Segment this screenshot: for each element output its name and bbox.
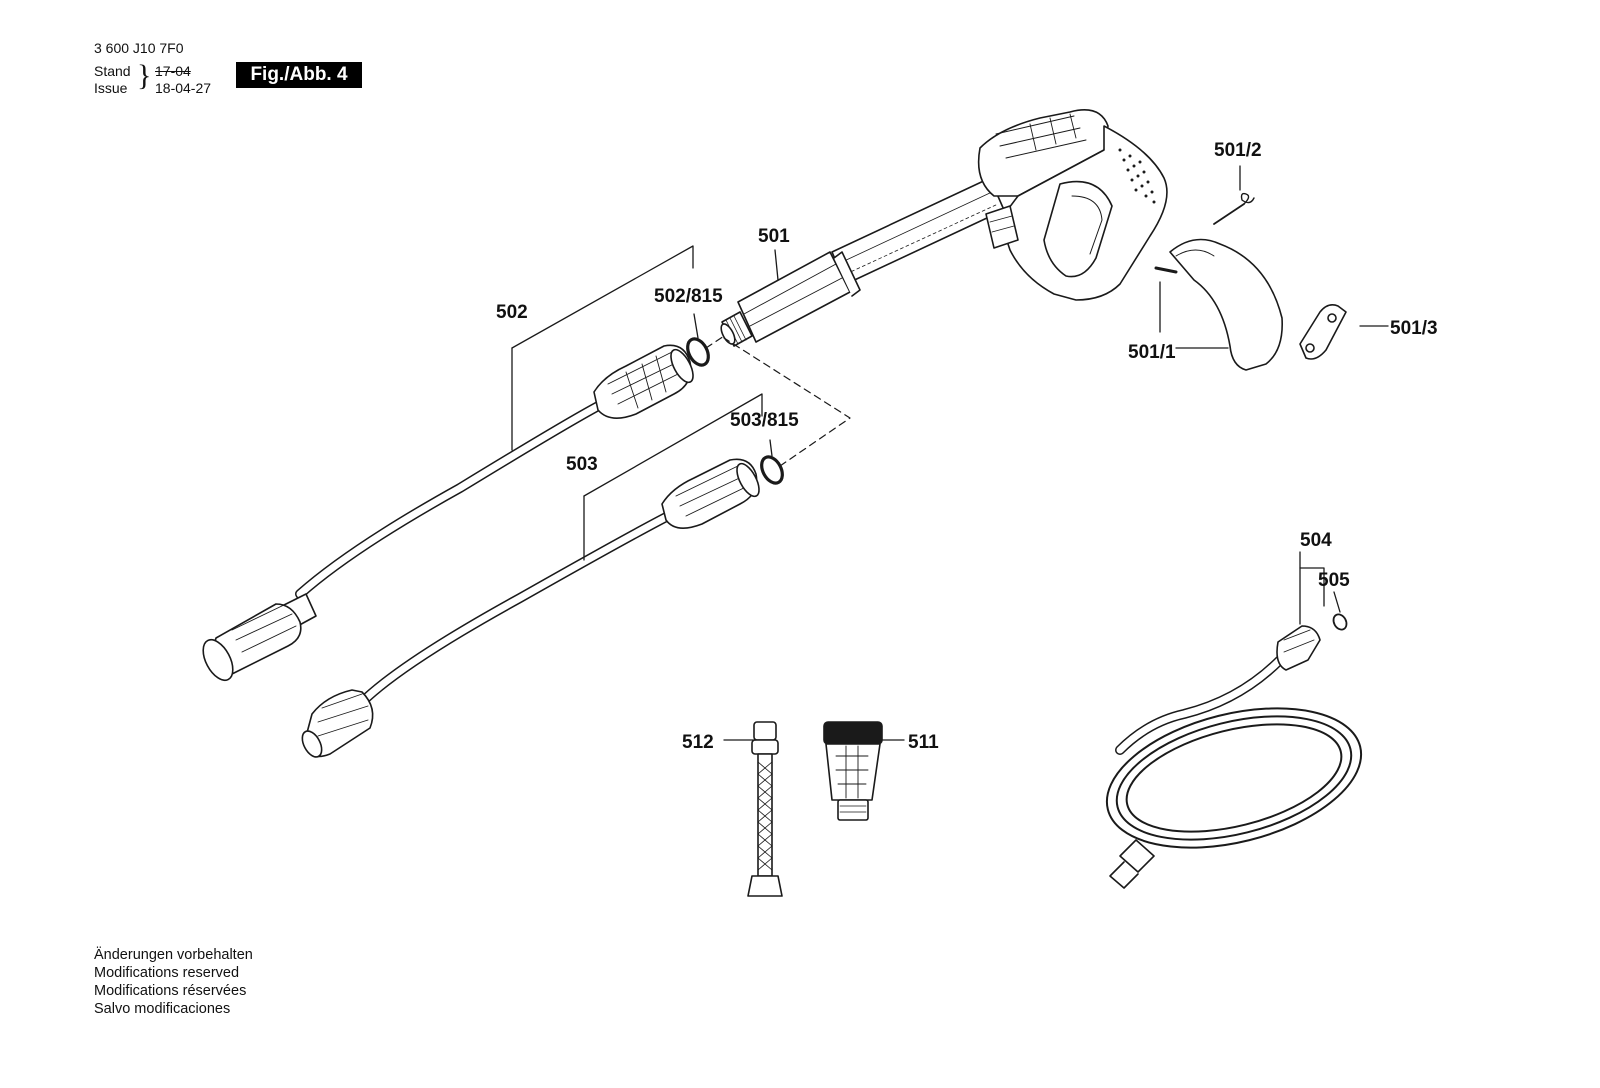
clip-part-501-3 [1299, 304, 1347, 360]
stand-value: 17-04 [155, 63, 191, 79]
o-ring-part-503-815 [760, 455, 784, 485]
stand-label: Stand [94, 63, 131, 79]
document-number: 3 600 J10 7F0 [94, 40, 184, 56]
hose-part-504 [1105, 625, 1363, 889]
o-ring-part-505 [1332, 613, 1348, 631]
issue-label: Issue [94, 80, 128, 96]
callout-501: 501 [758, 226, 790, 247]
callout-503-815: 503/815 [730, 410, 799, 431]
figure-badge: Fig./Abb. 4 [236, 62, 362, 88]
callout-502: 502 [496, 302, 528, 323]
lance-part-503 [301, 458, 760, 758]
lance-part-502 [202, 344, 694, 682]
leader-lines [511, 165, 1389, 741]
callout-505: 505 [1318, 570, 1350, 591]
assembly-axis-lines [705, 335, 851, 467]
trigger-pin-part-501-1 [1154, 238, 1283, 371]
callout-512: 512 [682, 732, 714, 753]
callout-501-3: 501/3 [1390, 318, 1438, 339]
callout-502-815: 502/815 [654, 286, 723, 307]
footer-note-es: Salvo modificaciones [94, 1001, 231, 1017]
callout-511: 511 [908, 732, 939, 753]
callout-504: 504 [1300, 530, 1332, 551]
braided-hose-part-512 [747, 721, 783, 897]
callout-501-2: 501/2 [1214, 140, 1262, 161]
callout-503: 503 [566, 454, 598, 475]
header-brace: } [137, 59, 152, 92]
issue-value: 18-04-27 [155, 80, 212, 96]
trigger-gun-part-501 [720, 109, 1168, 347]
footer-note-de: Änderungen vorbehalten [94, 947, 253, 963]
spring-part-501-2 [1213, 192, 1255, 225]
footer-note-fr: Modifications réservées [94, 983, 247, 999]
footer-note-en: Modifications reserved [94, 965, 240, 981]
callout-501-1: 501/1 [1128, 342, 1176, 363]
water-filter-part-511 [823, 721, 883, 821]
